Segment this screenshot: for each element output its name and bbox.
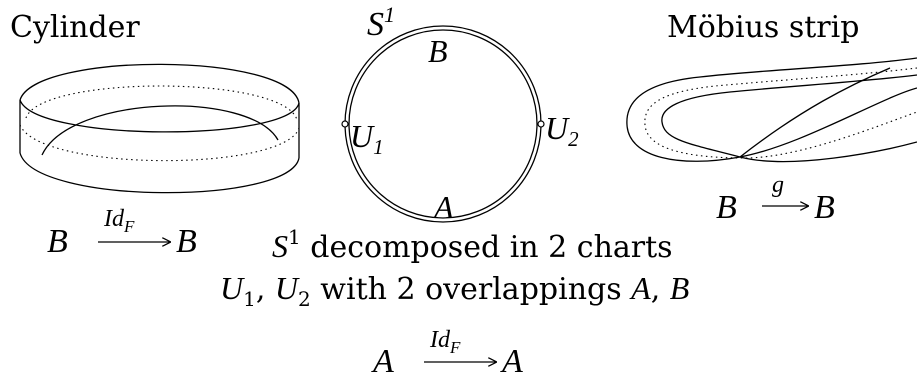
bottom-map-target: A	[500, 343, 523, 380]
mobius-map-target: B	[814, 189, 835, 226]
mobius-title: Möbius strip	[667, 10, 859, 45]
cylinder-bottom-rim	[20, 153, 299, 193]
bottom-map-source: A	[371, 343, 394, 380]
mobius-twist-edge	[740, 68, 890, 157]
mobius-inner-edge	[662, 75, 917, 162]
cylinder-title: Cylinder	[10, 10, 140, 45]
caption: S1 decomposed in 2 charts U1, U2 with 2 …	[220, 225, 689, 311]
caption-line-1: S1 decomposed in 2 charts	[272, 225, 673, 265]
chart-right-label: U2	[545, 110, 579, 151]
left-chart-point	[342, 121, 348, 127]
circle-figure: S1 B A U1 U2	[342, 2, 579, 225]
bottom-map-label: IdF	[429, 327, 461, 357]
cylinder-middle-dotted	[20, 125, 299, 161]
mobius-center-dotted	[645, 68, 917, 158]
right-chart-point	[538, 121, 544, 127]
mobius-outer-edge	[627, 58, 917, 161]
caption-line-2: U1, U2 with 2 overlappings A, B	[220, 270, 689, 311]
mobius-map-label: g	[772, 172, 784, 198]
mobius-map-source: B	[716, 189, 737, 226]
cylinder-map-target: B	[176, 223, 197, 260]
cylinder-map-label: IdF	[103, 206, 135, 236]
cylinder-top-front-rim	[20, 100, 299, 132]
cylinder-top-back-rim	[20, 64, 299, 103]
cylinder-map-source: B	[47, 223, 68, 260]
cylinder-inner-arc	[42, 106, 278, 155]
overlap-top-label: B	[428, 33, 448, 69]
mobius-map: B g B	[716, 172, 835, 226]
cylinder-inner-dotted-back	[26, 86, 297, 120]
circle-label: S1	[367, 2, 395, 43]
bottom-map: A IdF A	[371, 327, 523, 380]
overlap-bottom-label: A	[432, 189, 454, 225]
mobius-figure: Möbius strip	[627, 10, 917, 162]
cylinder-map: B IdF B	[47, 206, 197, 260]
chart-left-label: U1	[350, 118, 384, 159]
cylinder-figure: Cylinder	[10, 10, 299, 193]
